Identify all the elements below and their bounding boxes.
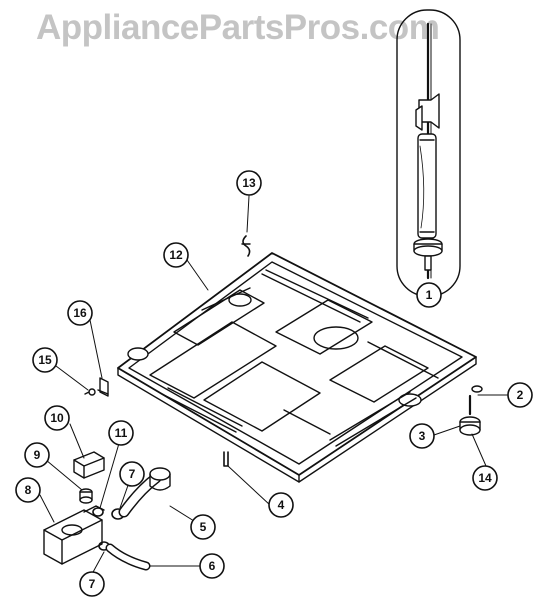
callout-7-upper-label: 7 (129, 467, 136, 481)
callout-11-label: 11 (115, 426, 128, 440)
clip-4 (223, 451, 229, 467)
callout-1: 1 (416, 282, 442, 308)
callout-10-label: 10 (50, 411, 64, 425)
callout-5: 5 (190, 514, 216, 540)
callout-8: 8 (15, 477, 41, 503)
callout-1-label: 1 (426, 288, 433, 302)
callout-9: 9 (24, 442, 50, 468)
callout-16-label: 16 (73, 306, 87, 320)
callout-4-label: 4 (278, 498, 285, 512)
callout-12-label: 12 (169, 248, 183, 262)
callout-16: 16 (67, 300, 93, 326)
hose-5 (118, 467, 171, 518)
callout-9-label: 9 (34, 448, 41, 462)
clamp-11 (92, 507, 104, 517)
callout-6: 6 (199, 553, 225, 579)
callout-13-label: 13 (242, 176, 256, 190)
callout-2: 2 (507, 382, 533, 408)
cap-9 (79, 488, 93, 504)
callout-15-label: 15 (38, 353, 52, 367)
callout-3-label: 3 (419, 429, 426, 443)
callout-6-label: 6 (209, 559, 216, 573)
callout-4: 4 (268, 492, 294, 518)
screw-15 (84, 388, 96, 396)
screw-2 (468, 385, 483, 416)
clip-13 (241, 235, 251, 257)
callout-14-label: 14 (478, 471, 492, 485)
base-pan (117, 252, 477, 483)
callout-5-label: 5 (200, 520, 207, 534)
pump-10 (73, 451, 105, 479)
callout-7-lower: 7 (79, 571, 105, 597)
callout-12: 12 (163, 242, 189, 268)
pump-8 (43, 505, 105, 565)
callout-14: 14 (472, 465, 498, 491)
callout-13: 13 (236, 170, 262, 196)
callout-7-upper: 7 (119, 461, 145, 487)
callout-3: 3 (409, 423, 435, 449)
hose-6 (105, 543, 151, 571)
callout-11: 11 (108, 420, 134, 446)
callout-15: 15 (32, 347, 58, 373)
callout-10: 10 (44, 405, 70, 431)
callout-7-lower-label: 7 (89, 577, 96, 591)
callout-8-label: 8 (25, 483, 32, 497)
foot-14 (459, 416, 481, 436)
watermark-text: AppliancePartsPros.com (36, 8, 440, 47)
bracket-16 (97, 377, 109, 397)
inset-panel (396, 9, 461, 297)
callout-2-label: 2 (517, 388, 524, 402)
